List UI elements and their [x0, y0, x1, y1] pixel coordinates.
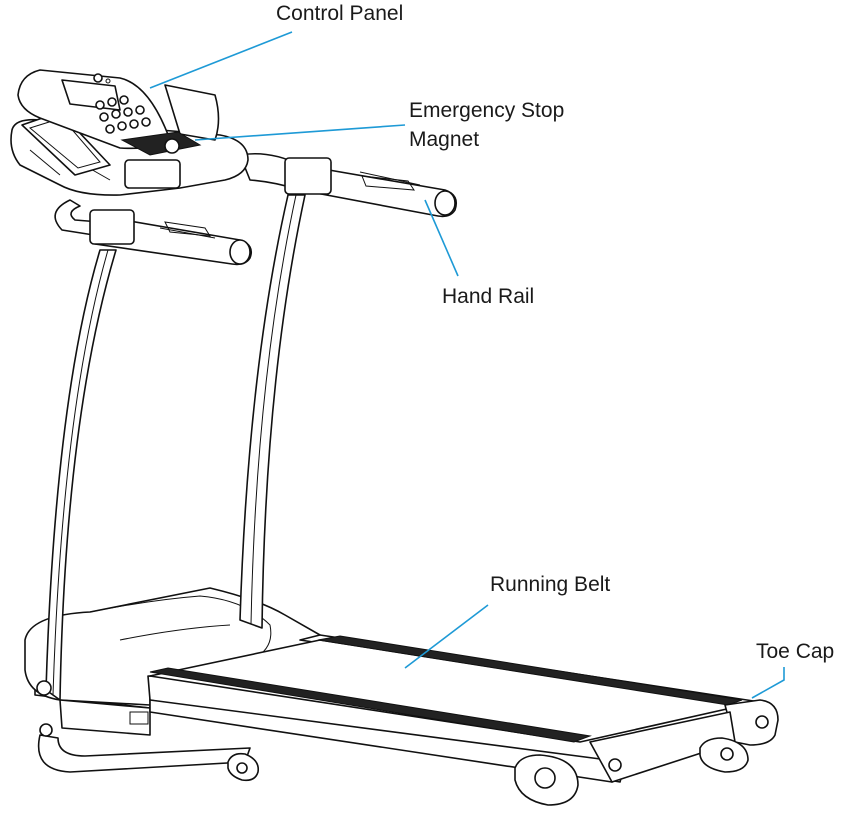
wheels	[227, 737, 749, 806]
emergency-stop-magnet	[120, 131, 202, 156]
label-running-belt: Running Belt	[490, 573, 611, 596]
leader-running-belt	[404, 604, 489, 669]
toe-cap	[589, 699, 779, 783]
label-toe-cap: Toe Cap	[756, 640, 835, 663]
leader-control-panel	[149, 31, 293, 89]
leader-lines	[149, 31, 785, 699]
leader-emergency-stop	[194, 124, 406, 141]
uprights	[36, 194, 306, 737]
leader-toe-cap	[751, 667, 785, 699]
hand-rails	[54, 152, 458, 266]
leader-hand-rail	[424, 199, 459, 277]
label-hand-rail: Hand Rail	[442, 285, 535, 308]
label-control-panel: Control Panel	[276, 2, 404, 25]
label-emergency-stop-line1: Emergency Stop	[409, 99, 565, 122]
label-emergency-stop-line2: Magnet	[409, 128, 480, 151]
keypad	[95, 95, 151, 134]
control-console	[10, 69, 249, 196]
